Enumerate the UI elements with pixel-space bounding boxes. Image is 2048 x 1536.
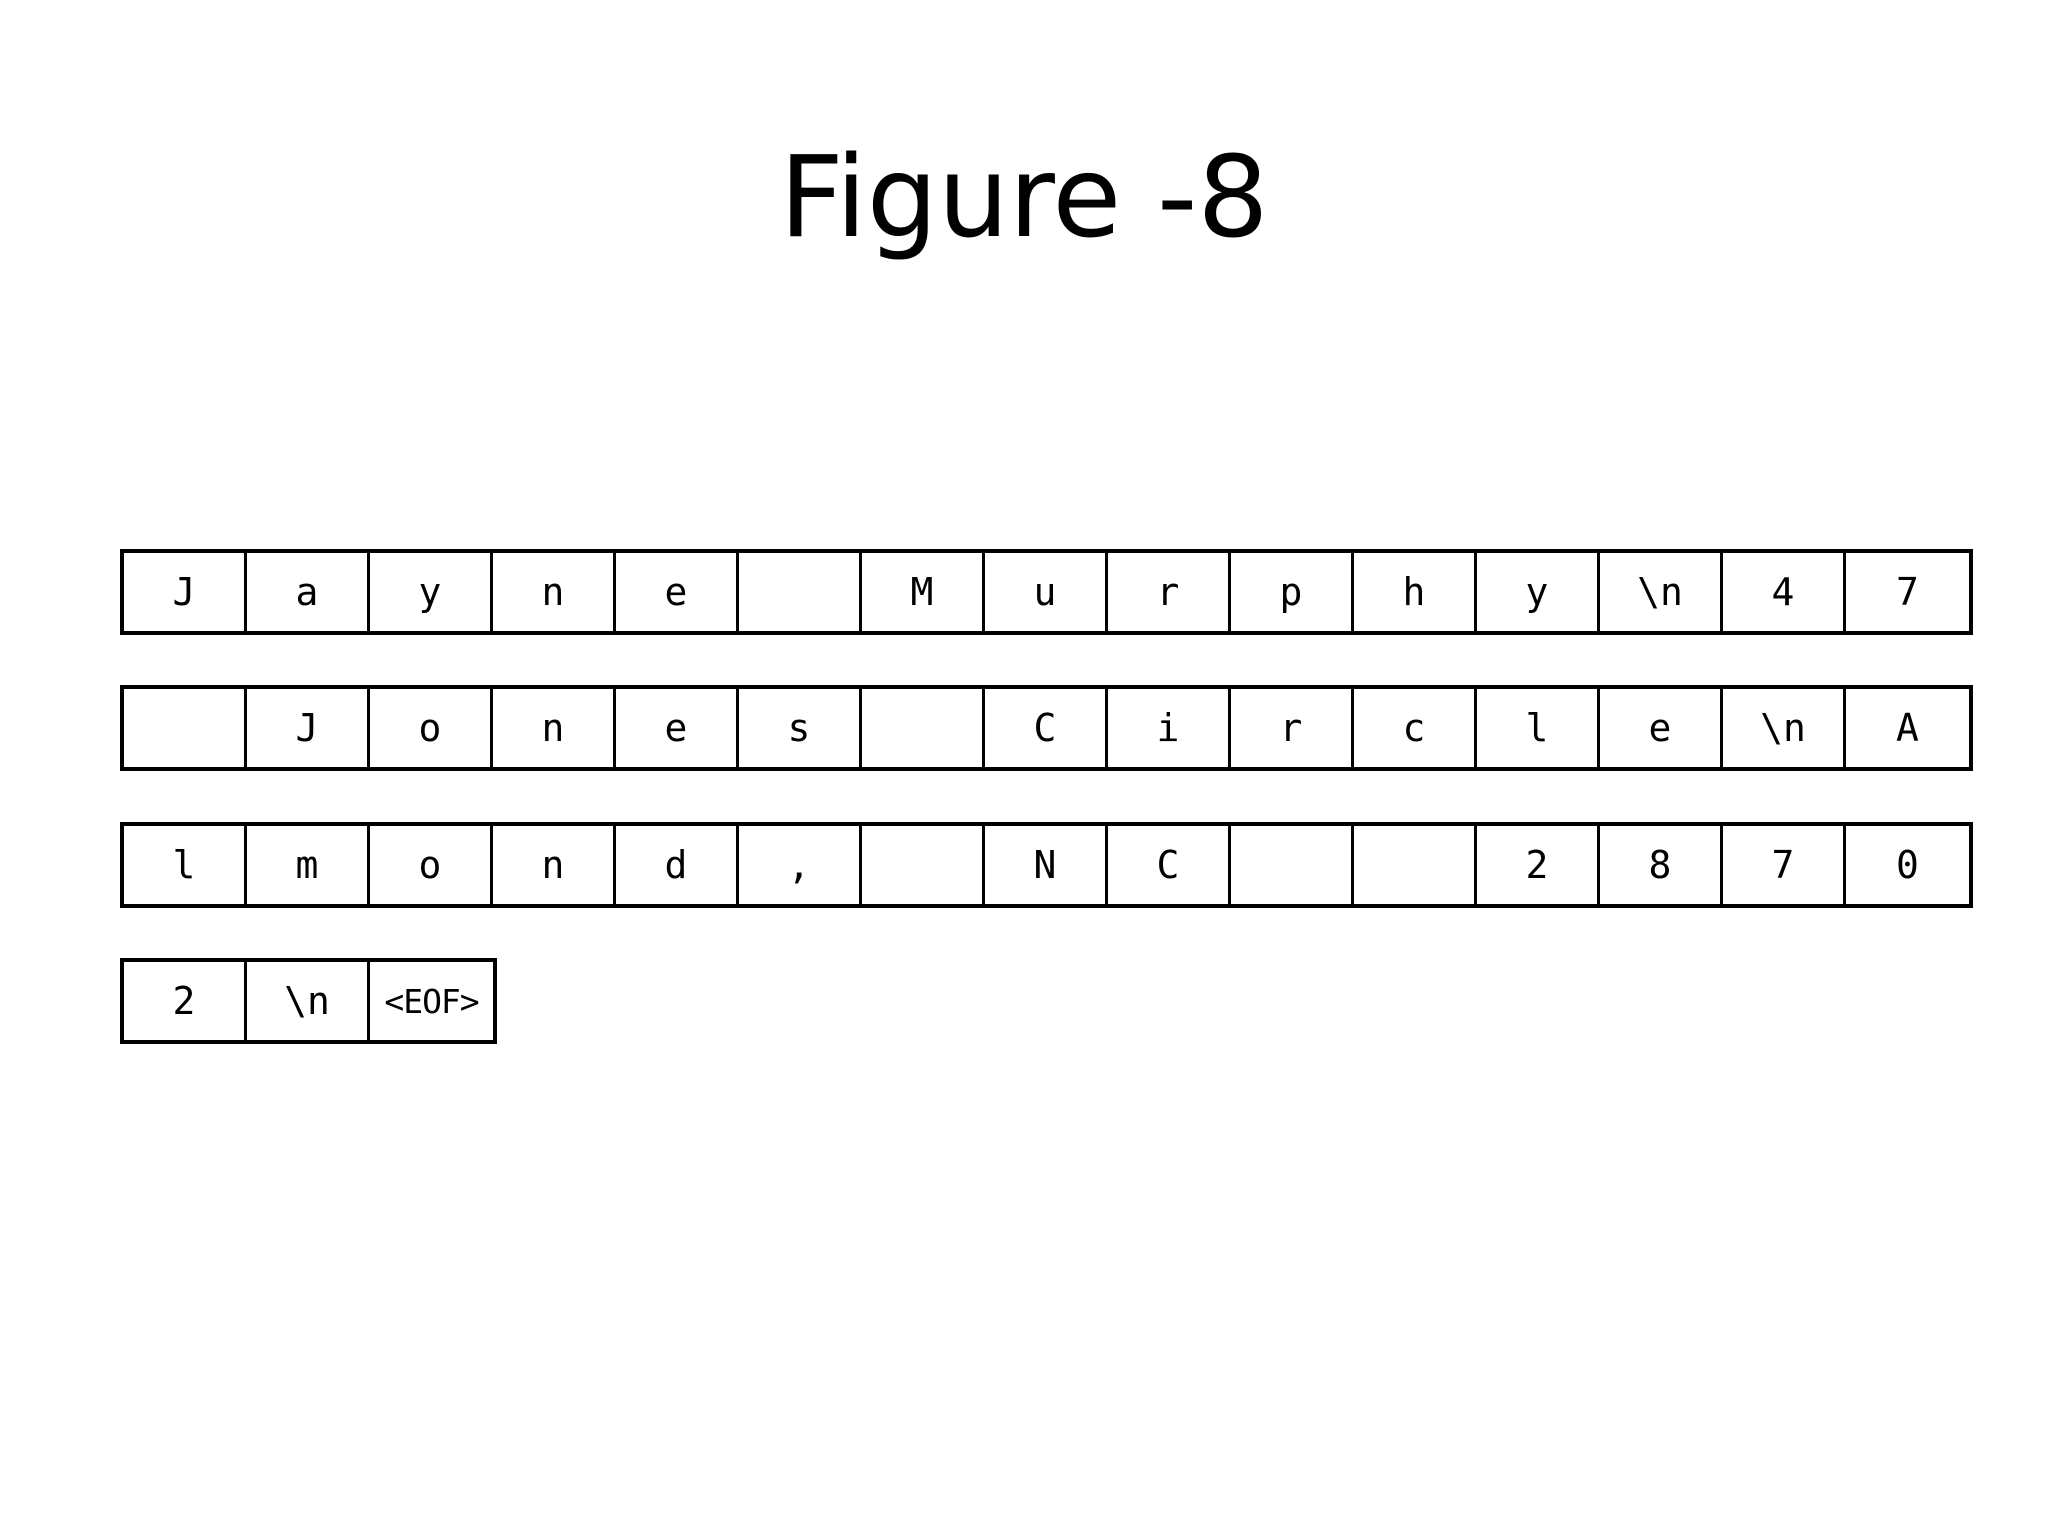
character-cell [862,826,985,904]
character-cell: d [616,826,739,904]
character-cell: o [370,826,493,904]
character-cell: a [247,553,370,631]
character-cell: e [616,553,739,631]
character-cell: e [616,689,739,767]
character-cell: M [862,553,985,631]
character-cell: l [1477,689,1600,767]
character-cell: n [493,689,616,767]
character-cell: s [739,689,862,767]
character-cell: p [1231,553,1354,631]
character-cell: l [124,826,247,904]
character-cell: <EOF> [384,981,479,1021]
character-row-4: 2\n <EOF> [120,958,497,1044]
character-cell: u [985,553,1108,631]
character-cell [862,689,985,767]
character-cell: 2 [124,962,247,1040]
character-cell: m [247,826,370,904]
character-cell: \n [247,962,370,1040]
character-cell: C [985,689,1108,767]
character-cell: r [1231,689,1354,767]
character-cell: y [370,553,493,631]
character-cell: h [1354,553,1477,631]
character-cell: 2 [1477,826,1600,904]
character-cell: n [493,553,616,631]
character-cell: \n [1723,689,1846,767]
character-cell: y [1477,553,1600,631]
character-cell: n [493,826,616,904]
character-cell: i [1108,689,1231,767]
character-cell: e [1600,689,1723,767]
character-cell: 8 [1600,826,1723,904]
character-cell [1354,826,1477,904]
character-cell: 0 [1896,843,1919,887]
character-cell: r [1108,553,1231,631]
character-cell: 4 [1723,553,1846,631]
character-cell [739,553,862,631]
figure-title: Figure -8 [779,133,1269,263]
character-cell: c [1354,689,1477,767]
character-cell: A [1896,706,1919,750]
character-cell: N [985,826,1108,904]
character-cell [1231,826,1354,904]
character-cell [124,689,247,767]
character-cell: C [1108,826,1231,904]
character-cell: 7 [1723,826,1846,904]
character-cell: J [247,689,370,767]
character-cell: 7 [1896,570,1919,614]
character-cell: \n [1600,553,1723,631]
character-cell: o [370,689,493,767]
character-cell: J [124,553,247,631]
character-cell: , [739,826,862,904]
